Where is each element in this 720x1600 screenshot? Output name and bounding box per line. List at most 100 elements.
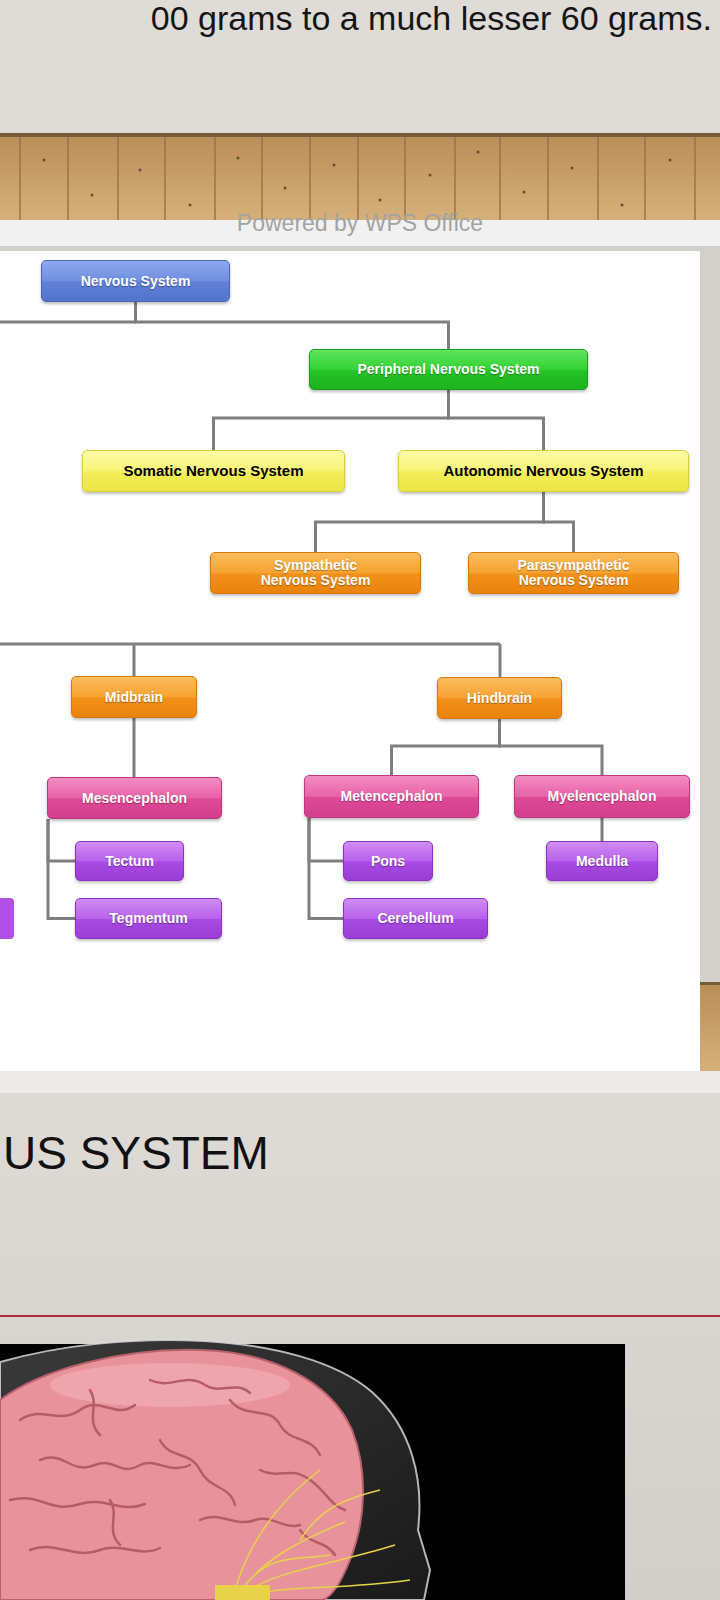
node-label: Tectum (105, 854, 154, 869)
slide-text: 00 grams to a much lesser 60 grams. (151, 0, 712, 37)
region-box: Myelencephalon (514, 775, 690, 818)
wood-shadow (0, 133, 720, 137)
slide-side (700, 251, 720, 1071)
nail (523, 191, 526, 194)
plank-seam (499, 137, 501, 220)
structure-box: Tectum (75, 841, 184, 881)
subdivision-box: Midbrain (71, 676, 197, 718)
node-label: Peripheral Nervous System (357, 362, 539, 377)
tree-connector (309, 818, 343, 861)
plank-seam (644, 137, 646, 220)
tree-connector (392, 719, 500, 775)
slide-background (0, 1093, 720, 1600)
nerve (255, 1555, 330, 1575)
diagram-panel (0, 251, 700, 1071)
tree-connector (48, 819, 75, 861)
gyrus (150, 1380, 250, 1393)
nerve-root (215, 1585, 270, 1600)
tree-connector (214, 390, 449, 450)
nail (571, 167, 574, 170)
plank-seam (404, 137, 406, 220)
root-box: Nervous System (41, 260, 230, 302)
brain (0, 1350, 363, 1600)
tree-connector (449, 390, 544, 450)
nail (477, 151, 480, 154)
plank-seam (67, 137, 69, 220)
nail (189, 204, 192, 207)
watermark: Powered by WPS Office (0, 211, 720, 236)
plank-seam (214, 137, 216, 220)
gyrus (110, 1500, 120, 1545)
cranial-nerves (235, 1470, 410, 1595)
node-label: Myelencephalon (548, 789, 657, 804)
brain-sheen (50, 1363, 290, 1407)
gyrus (160, 1440, 235, 1505)
gyrus (90, 1390, 100, 1435)
structure-box: Cerebellum (343, 898, 488, 939)
nail (284, 187, 287, 190)
gyrus (200, 1517, 300, 1526)
plank-seam (357, 137, 359, 220)
nail (139, 169, 142, 172)
nerve (250, 1580, 410, 1595)
node-label: Nervous System (81, 274, 191, 289)
tree-connector (500, 719, 603, 775)
plank-seam (694, 137, 696, 220)
node-label: Tegmentum (109, 911, 187, 926)
wood-shadow (700, 982, 720, 985)
tree-connector (136, 302, 449, 349)
wood-floor (700, 982, 720, 1071)
title-rule (0, 1315, 720, 1317)
nerve (300, 1490, 380, 1540)
subdivision-box: Parasympathetic Nervous System (468, 552, 679, 594)
node-label: Midbrain (105, 690, 163, 705)
gyrus (10, 1498, 145, 1507)
plank-seams (20, 137, 695, 220)
division-box: Autonomic Nervous System (398, 450, 689, 492)
plank-seam (164, 137, 166, 220)
tree-connector (48, 819, 75, 919)
plank-seam (19, 137, 21, 220)
top-band (0, 0, 720, 133)
structure-box: Tegmentum (75, 898, 222, 939)
nail (669, 159, 672, 162)
node-label: Medulla (576, 854, 628, 869)
plank-seam (454, 137, 456, 220)
nail (379, 199, 382, 202)
structure-box: Pons (343, 841, 433, 881)
slide-title: US SYSTEM (3, 1128, 269, 1179)
brain-gyri (10, 1380, 345, 1555)
tree-line (0, 643, 500, 646)
tree-connector (133, 718, 136, 777)
region-box: Metencephalon (304, 775, 479, 818)
node-label: Sympathetic Nervous System (253, 558, 378, 587)
plank-seam (117, 137, 119, 220)
division-box: Somatic Nervous System (82, 450, 345, 492)
node-label: Autonomic Nervous System (443, 463, 643, 479)
gyrus (260, 1470, 345, 1510)
wood-floor (0, 133, 720, 220)
node-label: Parasympathetic Nervous System (511, 558, 636, 587)
nerve (245, 1545, 395, 1592)
brain-photo (0, 1344, 625, 1600)
tree-line (133, 644, 136, 676)
plank-seam (261, 137, 263, 220)
nail (43, 159, 46, 162)
system-box: Peripheral Nervous System (309, 349, 588, 390)
tree-connector (544, 492, 574, 552)
gyrus (230, 1400, 320, 1455)
gyrus (30, 1547, 160, 1553)
node-label: Pons (371, 854, 405, 869)
node-label: Cerebellum (377, 911, 453, 926)
plank-seam (309, 137, 311, 220)
slide-gap (0, 246, 720, 251)
node-label: Mesencephalon (82, 791, 187, 806)
nerve (240, 1522, 345, 1592)
tree-connector (309, 818, 343, 919)
subdivision-box: Sympathetic Nervous System (210, 552, 421, 594)
node-label: Somatic Nervous System (123, 463, 303, 479)
nail (333, 164, 336, 167)
tree-connector (601, 818, 604, 841)
node-label: Metencephalon (341, 789, 443, 804)
